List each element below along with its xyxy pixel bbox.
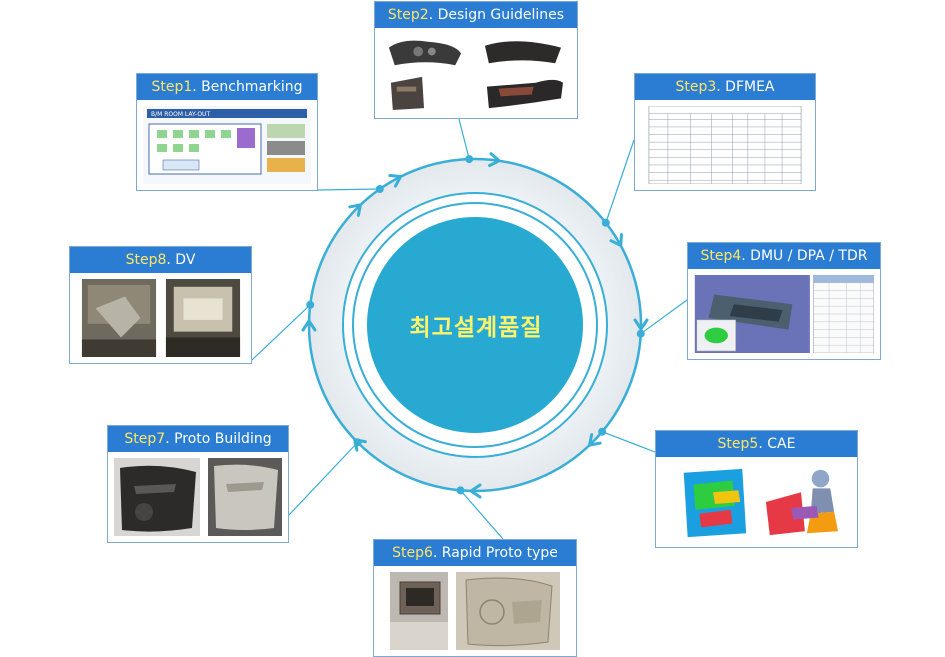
dv-test-rig-image xyxy=(81,279,156,357)
cae-dummy-image xyxy=(765,469,838,536)
step3-label: Step3 xyxy=(675,79,717,95)
connector-line xyxy=(605,139,635,223)
step7-card[interactable]: Step7. Proto Building xyxy=(107,425,289,543)
rapid-proto-cabinet-image xyxy=(390,572,448,650)
step5-card[interactable]: Step5. CAE xyxy=(655,430,858,548)
connector-line xyxy=(458,118,470,160)
connector-dot xyxy=(465,155,474,164)
step6-header: Step6. Rapid Proto type xyxy=(374,540,576,566)
step3-card[interactable]: Step3. DFMEA xyxy=(634,73,816,191)
flow-arrow xyxy=(588,433,602,447)
flow-arrow xyxy=(348,203,362,217)
proto-door-gray-image xyxy=(208,458,282,536)
step8-label: Step8 xyxy=(125,252,167,268)
step2-card[interactable]: Step2. Design Guidelines xyxy=(374,1,578,119)
connector-line xyxy=(601,431,656,453)
ring-arrows xyxy=(301,152,649,499)
step3-title: . DFMEA xyxy=(716,79,775,95)
flow-arrow xyxy=(469,483,482,499)
step5-header: Step5. CAE xyxy=(656,431,857,457)
connector-line xyxy=(460,489,504,540)
step3-header: Step3. DFMEA xyxy=(635,74,815,100)
layout-diagram-caption: B/M ROOM LAY-OUT xyxy=(151,111,210,118)
connector-dot xyxy=(456,486,465,495)
connector-dot xyxy=(375,185,384,194)
door-trim-image xyxy=(484,41,563,109)
flow-arrow xyxy=(301,319,317,332)
proto-door-black-image xyxy=(114,458,200,536)
step8-title: . DV xyxy=(166,252,196,268)
step4-header: Step4. DMU / DPA / TDR xyxy=(688,243,880,269)
flow-arrow xyxy=(353,438,367,452)
step6-label: Step6 xyxy=(392,545,433,561)
step1-header: Step1. Benchmarking xyxy=(137,74,317,100)
step8-card[interactable]: Step8. DV xyxy=(69,246,252,364)
step5-label: Step5 xyxy=(717,436,759,452)
connector-line xyxy=(317,188,380,191)
connectors xyxy=(251,118,688,540)
step4-title: . DMU / DPA / TDR xyxy=(741,248,868,264)
step2-title: . Design Guidelines xyxy=(428,7,565,23)
step7-header: Step7. Proto Building xyxy=(108,426,288,452)
connector-dot xyxy=(306,300,315,309)
connector-line xyxy=(640,299,688,335)
step7-title: . Proto Building xyxy=(165,431,272,447)
step4-label: Step4 xyxy=(700,248,742,264)
instrument-panel-image xyxy=(388,40,462,111)
dfmea-table-image xyxy=(648,106,802,184)
step8-header: Step8. DV xyxy=(70,247,251,273)
cae-door-image xyxy=(683,468,746,538)
connector-line xyxy=(288,441,359,516)
connector-line xyxy=(251,304,311,361)
flow-arrow xyxy=(633,318,649,331)
center-circle xyxy=(367,217,583,433)
dmu-cad-image xyxy=(694,275,810,353)
layout-diagram-image: B/M ROOM LAY-OUT xyxy=(143,106,311,184)
dv-chamber-image xyxy=(165,279,240,357)
step1-label: Step1 xyxy=(151,79,193,95)
connector-dot xyxy=(601,218,610,227)
step5-title: . CAE xyxy=(758,436,796,452)
step6-card[interactable]: Step6. Rapid Proto type xyxy=(373,539,577,657)
step4-card[interactable]: Step4. DMU / DPA / TDR xyxy=(687,242,881,360)
step2-label: Step2 xyxy=(387,7,429,23)
flow-arrow xyxy=(609,233,623,247)
rapid-proto-door-image xyxy=(456,572,560,650)
step6-title: . Rapid Proto type xyxy=(432,545,558,561)
flow-arrow xyxy=(488,152,501,168)
step1-title: . Benchmarking xyxy=(192,79,303,95)
step1-card[interactable]: Step1. Benchmarking B/M ROOM LAY-OUT xyxy=(136,73,318,191)
connector-dot xyxy=(598,427,607,436)
flow-arrow xyxy=(388,173,403,188)
center-label: 최고설계품질 xyxy=(409,315,543,341)
dpa-spreadsheet-image xyxy=(812,275,874,353)
connector-dot xyxy=(636,329,645,338)
step7-label: Step7 xyxy=(124,431,166,447)
step2-header: Step2. Design Guidelines xyxy=(375,2,577,28)
